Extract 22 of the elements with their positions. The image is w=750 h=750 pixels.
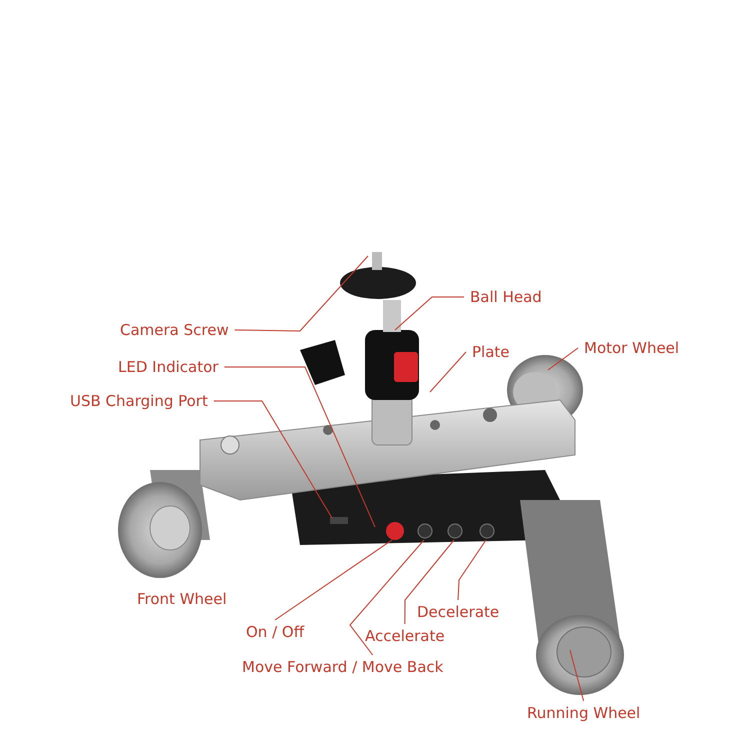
leader-line [430, 352, 466, 392]
callout-label: Decelerate [417, 603, 500, 621]
callout-label: On / Off [246, 623, 304, 641]
callout-label: Running Wheel [527, 704, 640, 722]
callout-label: Plate [472, 343, 510, 361]
leader-line [394, 296, 464, 330]
part-label: Front Wheel [137, 590, 227, 608]
leader-line [234, 256, 368, 332]
leader-line [548, 348, 578, 370]
callout-label: Camera Screw [120, 321, 229, 339]
callout-label: USB Charging Port [70, 392, 208, 410]
leader-line [349, 540, 424, 656]
leader-line [224, 366, 376, 528]
callout-label: LED Indicator [118, 358, 218, 376]
callout-label: Ball Head [470, 288, 542, 306]
callout-label: Motor Wheel [584, 339, 680, 357]
leader-line [274, 540, 392, 620]
leader-line [458, 540, 486, 600]
leader-line [404, 540, 454, 624]
leader-line [213, 400, 332, 518]
callout-label: Accelerate [365, 627, 445, 645]
callout-label: Move Forward / Move Back [242, 658, 444, 676]
